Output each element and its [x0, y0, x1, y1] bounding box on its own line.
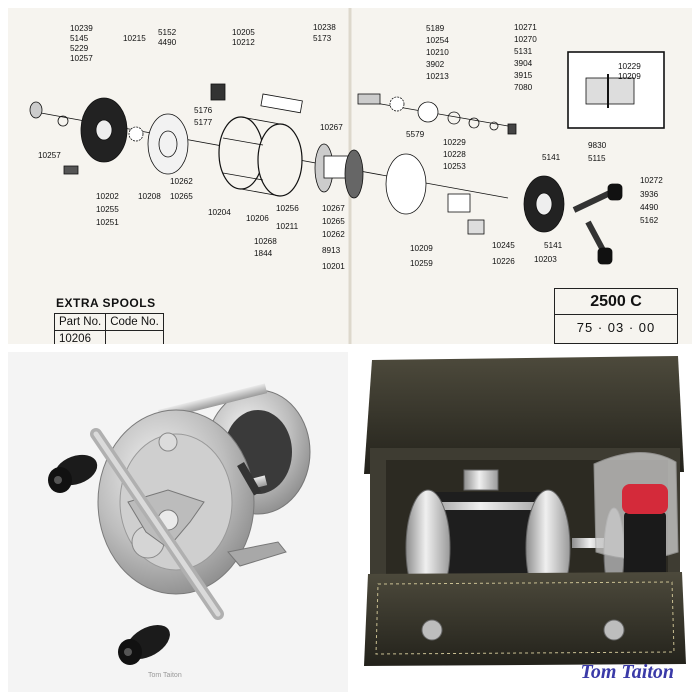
part-label: 3904	[514, 59, 533, 68]
part-label: 10265	[170, 192, 193, 201]
part-label: 10204	[208, 208, 231, 217]
reel-illustration	[48, 383, 311, 665]
part-label: 8913	[322, 246, 341, 255]
part-label: 10265	[322, 217, 345, 226]
part-label: 10254	[426, 36, 449, 45]
reel-in-case-photo: Tom Taiton	[356, 352, 692, 692]
part-label: 5229	[70, 44, 89, 53]
part-label: 5141	[544, 241, 563, 250]
part-label: 10262	[170, 177, 193, 186]
part-no-value: 10206	[53, 330, 107, 344]
part-label: 10202	[96, 192, 119, 201]
part-label: 5141	[542, 153, 561, 162]
part-label: 5131	[514, 47, 533, 56]
part-label: 10203	[534, 255, 557, 264]
part-label: 10239	[70, 24, 93, 33]
photo-watermark-small: Tom Taiton	[148, 672, 182, 679]
part-label: 10259	[410, 259, 433, 268]
part-label: 10268	[254, 237, 277, 246]
part-label: 5177	[194, 118, 213, 127]
code-no-header: Code No.	[105, 313, 164, 331]
part-label: 10253	[443, 162, 466, 171]
part-label: 10208	[138, 192, 161, 201]
part-label: 10206	[246, 214, 269, 223]
model-code: 75 · 03 · 00	[576, 320, 656, 335]
exploded-parts-diagram: 10239 5145 5229 10257 10215 5152 4490 10…	[8, 8, 692, 344]
part-label: 10209	[410, 244, 433, 253]
part-label: 5152	[158, 28, 177, 37]
part-label: 10255	[96, 205, 119, 214]
part-label: 10209	[618, 72, 641, 81]
part-label: 10212	[232, 38, 255, 47]
photo-watermark: Tom Taiton	[580, 661, 674, 683]
part-label: 5173	[313, 34, 332, 43]
part-label: 3915	[514, 71, 533, 80]
part-label: 5145	[70, 34, 89, 43]
part-label: 10251	[96, 218, 119, 227]
part-label: 3902	[426, 60, 445, 69]
part-label: 10229	[618, 62, 641, 71]
part-label: 10215	[123, 34, 146, 43]
diagram-drawing: 10239 5145 5229 10257 10215 5152 4490 10…	[29, 8, 665, 344]
part-label: 5579	[406, 130, 425, 139]
part-label: 10229	[443, 138, 466, 147]
part-label: 10270	[514, 35, 537, 44]
part-label: 5162	[640, 216, 659, 225]
part-label: 7080	[514, 83, 533, 92]
part-label: 3936	[640, 190, 659, 199]
part-label: 10262	[322, 230, 345, 239]
part-label: 10205	[232, 28, 255, 37]
part-label: 1844	[254, 249, 273, 258]
part-label: 4490	[640, 203, 659, 212]
part-label: 10272	[640, 176, 663, 185]
model-box: 2500 C 75 · 03 · 00	[554, 288, 678, 344]
part-label: 10228	[443, 150, 466, 159]
part-label: 10257	[38, 151, 61, 160]
part-label: 10201	[322, 262, 345, 271]
code-no-value	[105, 330, 164, 344]
model-name: 2500 C	[555, 293, 677, 315]
part-label: 5189	[426, 24, 445, 33]
extra-spools-title: EXTRA SPOOLS	[56, 296, 156, 310]
part-label: 10226	[492, 257, 515, 266]
part-label: 10238	[313, 23, 336, 32]
part-label: 5176	[194, 106, 213, 115]
case-illustration	[364, 356, 686, 666]
extra-spools-table: Part No. Code No. 10206	[53, 313, 164, 344]
part-label: 5115	[588, 154, 606, 163]
part-label: 10271	[514, 23, 537, 32]
part-no-header: Part No.	[53, 313, 107, 331]
part-label: 10267	[320, 123, 343, 132]
part-label: 4490	[158, 38, 177, 47]
part-label: 10256	[276, 204, 299, 213]
part-label: 10210	[426, 48, 449, 57]
part-label: 10213	[426, 72, 449, 81]
part-label: 10267	[322, 204, 345, 213]
part-label: 9830	[588, 141, 607, 150]
part-label: 10245	[492, 241, 515, 250]
part-label: 10211	[276, 222, 299, 231]
part-label: 10257	[70, 54, 93, 63]
reel-photo: Tom Taiton	[8, 352, 348, 692]
